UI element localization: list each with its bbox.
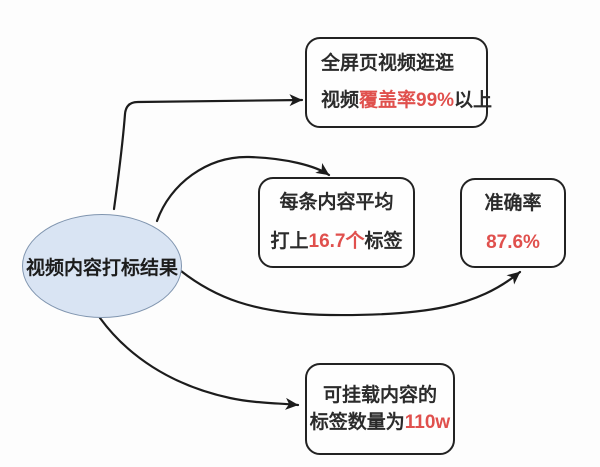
coverage-title: 全屏页视频逛逛 — [321, 53, 455, 74]
coverage-pre: 视频 — [321, 90, 360, 111]
arrow-root-to-avg-tags-box — [155, 155, 331, 223]
arrow-root-to-tag-count-box — [98, 316, 300, 410]
accuracy-title: 准确率 — [484, 192, 542, 214]
avg-tags-post: 标签 — [364, 231, 403, 252]
coverage-line-2: 视频覆盖率99%以上 — [321, 87, 492, 115]
root-node-video-tagging-result: 视频内容打标结果 — [22, 214, 182, 318]
accuracy-value: 87.6% — [486, 231, 540, 253]
root-node-label: 视频内容打标结果 — [25, 257, 178, 279]
arrow-root-to-coverage-box — [112, 94, 304, 211]
arrow-root-to-accuracy-box — [179, 269, 522, 317]
coverage-value: 覆盖率99% — [359, 90, 455, 111]
avg-tags-pre: 打上 — [270, 231, 309, 252]
avg-tags-line-1: 每条内容平均 — [279, 189, 393, 217]
avg-tags-title: 每条内容平均 — [279, 192, 394, 213]
tag-count-pre: 标签数量为 — [309, 412, 405, 433]
tag-count-line-2: 标签数量为110w — [310, 409, 450, 436]
tag-count-value: 110w — [404, 412, 451, 433]
tag-count-line-1: 可挂载内容的 — [323, 382, 437, 409]
avg-tags-line-2: 打上16.7个标签 — [270, 228, 402, 256]
accuracy-line-2: 87.6% — [486, 229, 540, 257]
node-avg-tags: 每条内容平均 打上16.7个标签 — [258, 177, 415, 268]
node-accuracy: 准确率 87.6% — [460, 178, 566, 268]
coverage-line-1: 全屏页视频逛逛 — [321, 50, 454, 78]
node-tag-count: 可挂载内容的 标签数量为110w — [305, 363, 455, 455]
tag-count-title: 可挂载内容的 — [322, 385, 437, 406]
node-fullscreen-coverage: 全屏页视频逛逛 视频覆盖率99%以上 — [305, 37, 492, 128]
accuracy-line-1: 准确率 — [484, 190, 541, 218]
avg-tags-value: 16.7个 — [308, 231, 365, 252]
coverage-post: 以上 — [454, 90, 493, 111]
